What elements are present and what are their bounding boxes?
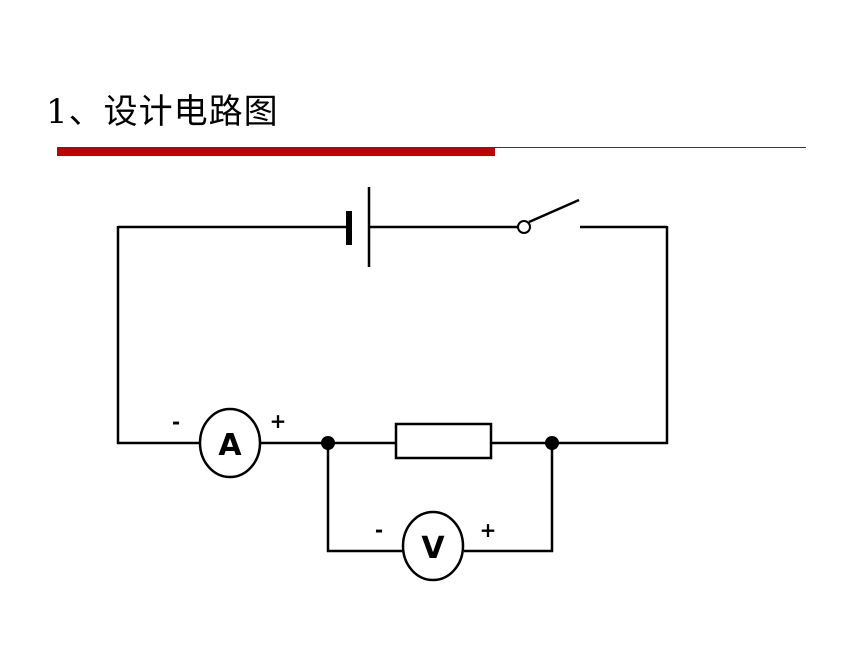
title-underline-thick <box>57 147 495 156</box>
junction-node-left <box>321 436 335 450</box>
battery <box>346 187 371 267</box>
resistor <box>394 422 493 460</box>
ammeter: A - + <box>172 407 287 479</box>
voltmeter-minus-sign: - <box>375 518 383 542</box>
switch-pivot <box>517 220 531 234</box>
junction-node-right <box>545 436 559 450</box>
voltmeter-plus-sign: + <box>480 518 497 542</box>
slide-title: 1、设计电路图 <box>46 92 279 132</box>
title-underline-thin <box>495 147 806 148</box>
ammeter-circle <box>198 407 262 479</box>
voltmeter: V - + <box>375 510 497 582</box>
switch-lever <box>528 198 580 224</box>
ammeter-plus-sign: + <box>270 409 287 433</box>
voltmeter-label: V <box>421 531 445 566</box>
voltmeter-circle <box>401 510 465 582</box>
ammeter-label: A <box>218 428 242 463</box>
ammeter-minus-sign: - <box>172 410 180 434</box>
